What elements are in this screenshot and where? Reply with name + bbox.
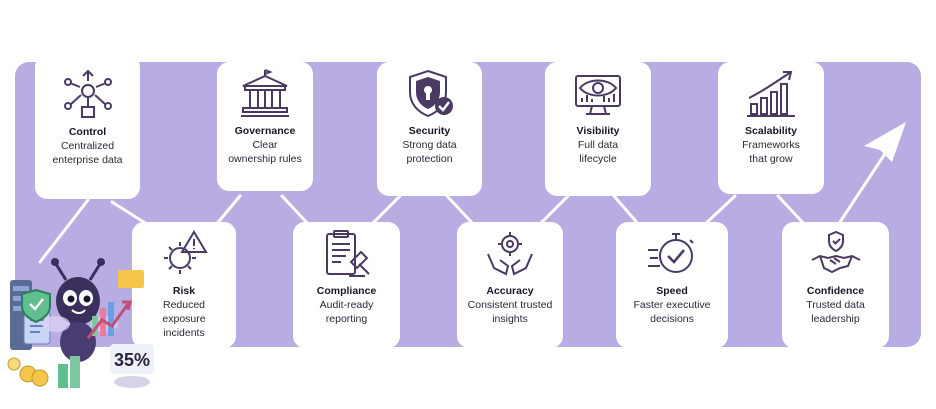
step-card-security: Security Strong data protection <box>377 62 482 196</box>
step-card-risk: Risk Reduced exposure incidents <box>132 222 236 348</box>
step-desc: Clear ownership rules <box>228 139 302 165</box>
step-title: Compliance <box>316 285 377 297</box>
step-desc: Centralized enterprise data <box>52 140 123 166</box>
step-desc: Audit-ready reporting <box>319 299 374 325</box>
step-desc: Strong data protection <box>402 139 457 165</box>
step-title: Security <box>408 125 451 137</box>
badge-text: 35% <box>114 350 150 370</box>
step-desc: Faster executive decisions <box>633 299 711 325</box>
bank-icon <box>241 69 289 117</box>
growth-chart-icon <box>747 71 795 117</box>
step-card-speed: Speed Faster executive decisions <box>616 222 728 348</box>
handshake-icon <box>811 230 860 274</box>
step-card-control: Control Centralized enterprise data <box>35 55 140 199</box>
shield-check-icon <box>408 69 453 118</box>
step-desc: Consistent trusted insights <box>467 299 553 325</box>
hands-gear-icon <box>487 232 533 276</box>
warning-gear-icon <box>164 230 208 274</box>
step-title: Governance <box>234 125 296 137</box>
clipboard-gavel-icon <box>325 230 370 277</box>
coin-stack-icon <box>118 270 144 288</box>
step-desc: Frameworks that grow <box>742 139 800 165</box>
mascot-illustration: 35% <box>7 258 154 388</box>
step-desc: Full data lifecycle <box>577 139 619 165</box>
step-title: Visibility <box>576 125 620 137</box>
step-desc: Trusted data leadership <box>806 299 865 325</box>
mascot-head <box>56 277 100 325</box>
step-title: Control <box>68 126 107 138</box>
step-title: Scalability <box>745 125 797 137</box>
step-card-accuracy: Accuracy Consistent trusted insights <box>457 222 563 348</box>
hierarchy-icon <box>63 69 112 118</box>
step-card-governance: Governance Clear ownership rules <box>217 62 313 191</box>
step-title: Confidence <box>806 285 865 297</box>
step-card-confidence: Confidence Trusted data leadership <box>782 222 889 348</box>
step-title: Accuracy <box>486 285 534 297</box>
stopwatch-check-icon <box>648 233 694 273</box>
step-title: Risk <box>172 285 196 297</box>
step-card-visibility: Visibility Full data lifecycle <box>545 62 651 196</box>
mascot-body <box>60 322 96 362</box>
step-card-compliance: Compliance Audit-ready reporting <box>293 222 400 348</box>
arrow-head-icon <box>864 122 906 162</box>
step-desc: Reduced exposure incidents <box>162 299 206 339</box>
step-title: Speed <box>656 285 688 297</box>
monitor-eye-icon <box>575 75 621 115</box>
step-card-scalability: Scalability Frameworks that grow <box>718 62 824 194</box>
